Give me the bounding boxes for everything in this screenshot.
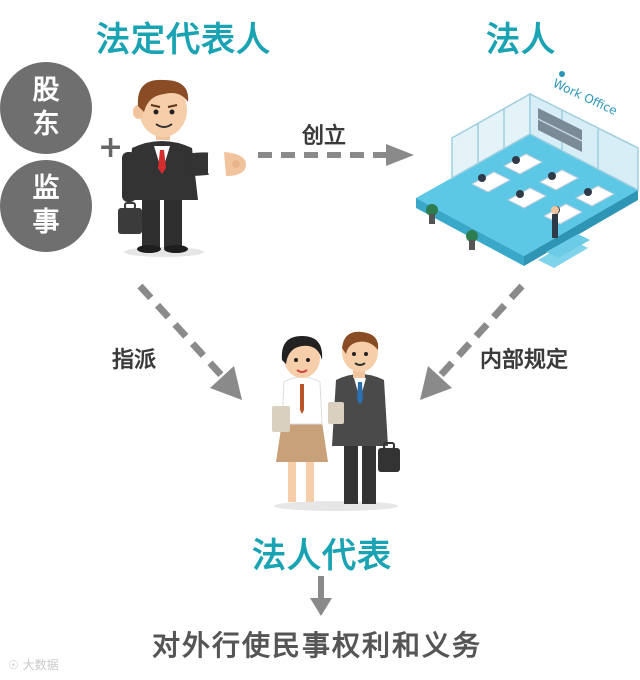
weibo-icon: ☉: [8, 658, 19, 672]
bottom-statement: 对外行使民事权利和义务: [152, 629, 483, 662]
shareholder-circle: 股东: [0, 62, 92, 154]
watermark: ☉ 大数据: [8, 656, 59, 673]
representatives-figure: [272, 331, 400, 511]
edge-label-internal-rules: 内部规定: [480, 348, 569, 373]
representative-label: 法人代表: [252, 536, 392, 576]
internal-rules-arrow: [420, 283, 525, 400]
shareholder-label: 股东: [32, 75, 60, 140]
watermark-text: 大数据: [22, 658, 59, 672]
supervisor-circle: 监事: [0, 160, 92, 252]
title-legal-representative: 法定代表人: [96, 20, 271, 60]
appoint-arrow: [137, 283, 242, 400]
edge-label-appoint: 指派: [112, 348, 157, 373]
office-illustration: Work Office: [416, 71, 639, 268]
plus-sign: +: [98, 130, 124, 165]
title-legal-person: 法人: [486, 20, 556, 60]
create-arrow: [258, 144, 414, 166]
legal-representative-figure: [118, 79, 246, 257]
edge-label-create: 创立: [302, 124, 347, 149]
supervisor-label: 监事: [32, 173, 60, 238]
down-arrow: [310, 576, 332, 616]
